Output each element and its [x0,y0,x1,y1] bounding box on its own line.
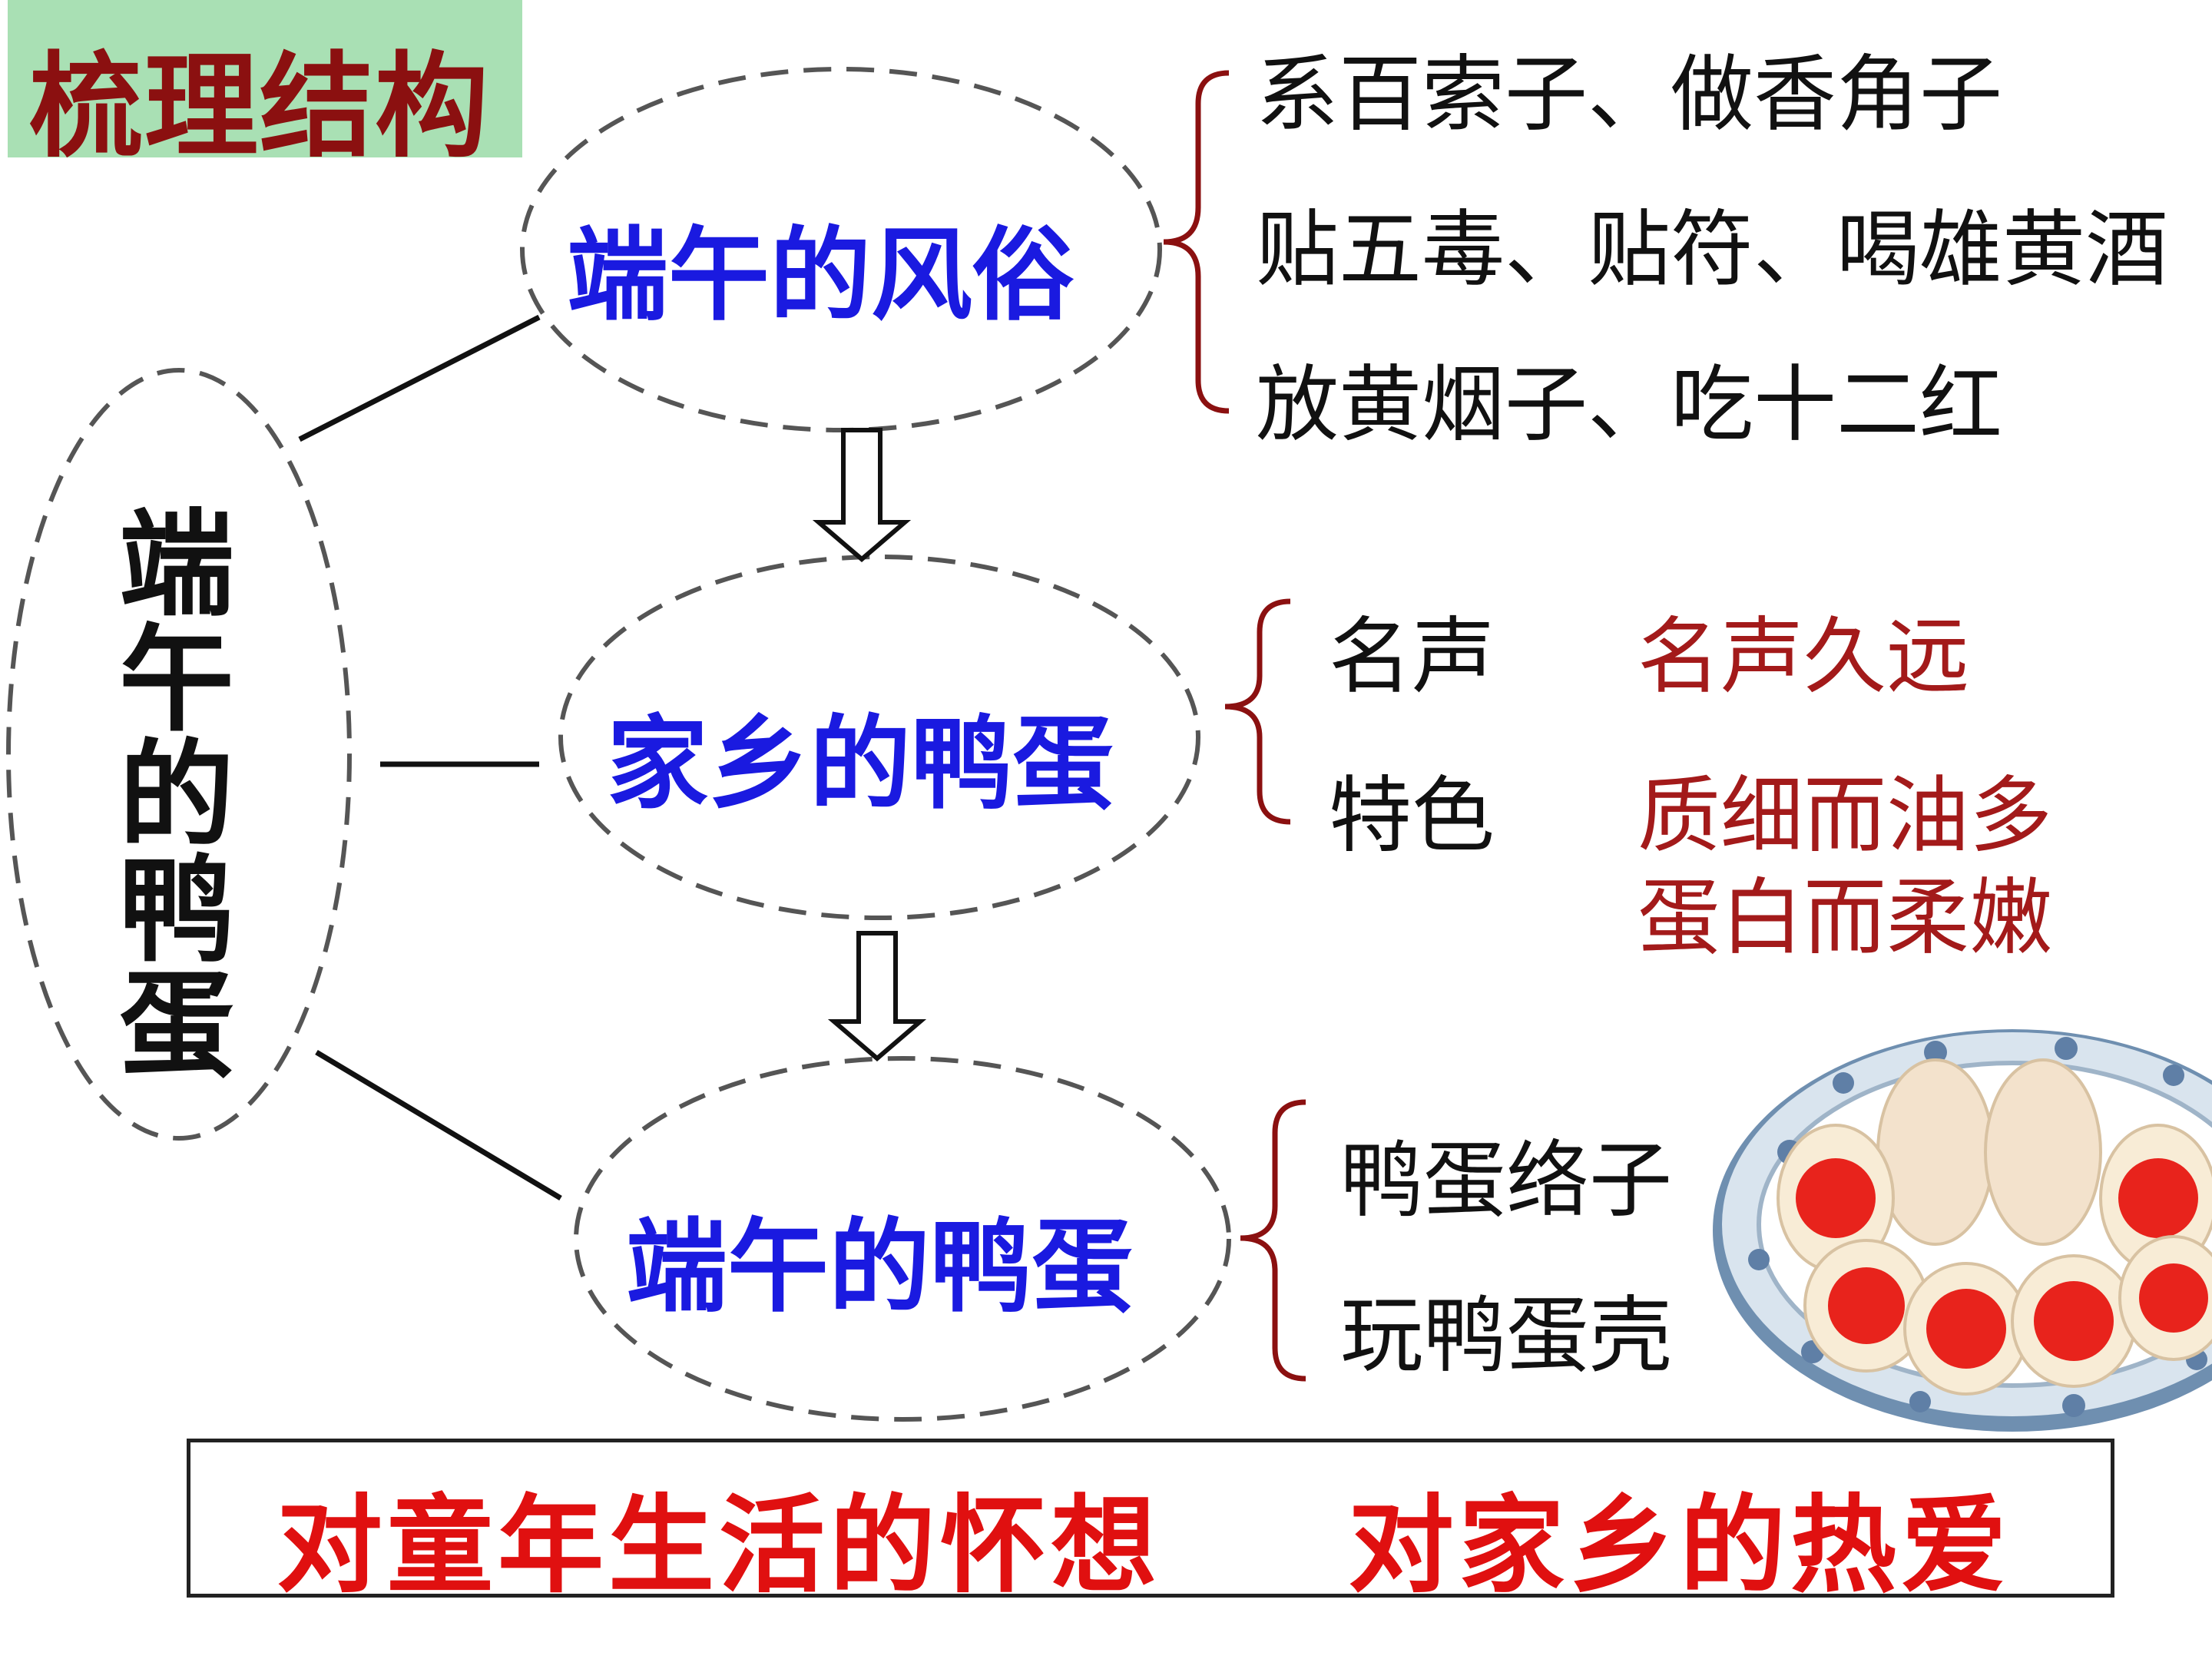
root-char: 端 [115,507,238,622]
egg-desc-feature-2: 蛋白而柔嫩 [1637,851,2052,971]
egg-term-fame: 名声 [1329,590,1495,710]
brace-festival-egg [1240,1102,1306,1379]
egg-desc-fame: 名声久远 [1637,590,1969,710]
customs-item: 放黄烟子、吃十二红 [1256,338,2002,458]
root-char: 的 [115,737,238,853]
brace-hometown-egg [1225,601,1290,822]
customs-item: 贴五毒、贴符、喝雄黄酒 [1256,183,2168,303]
connector-festival-egg [316,1052,561,1198]
customs-item: 系百索子、做香角子 [1256,28,2002,147]
root-label: 端 午 的 鸭 蛋 [115,507,238,1083]
node-label-hometown-egg: 家乡的鸭蛋 [607,682,1114,829]
down-arrow-1 [819,430,905,559]
egg-term-feature: 特色 [1329,749,1495,869]
summary-hometown: 对家乡的热爱 [1348,1459,2012,1613]
root-char: 午 [115,622,238,737]
brace-customs [1164,73,1229,411]
node-label-customs: 端午的风俗 [567,194,1074,340]
node-label-festival-egg: 端午的鸭蛋 [626,1185,1133,1332]
root-char: 蛋 [115,968,238,1083]
down-arrow-2 [834,933,920,1058]
festival-item: 玩鸭蛋壳 [1340,1269,1672,1389]
festival-item: 鸭蛋络子 [1340,1114,1672,1233]
salted-duck-egg-plate-illustration [1713,1029,2212,1432]
connector-customs [300,317,539,439]
summary-childhood: 对童年生活的怀想 [276,1459,1161,1613]
root-char: 鸭 [115,853,238,968]
